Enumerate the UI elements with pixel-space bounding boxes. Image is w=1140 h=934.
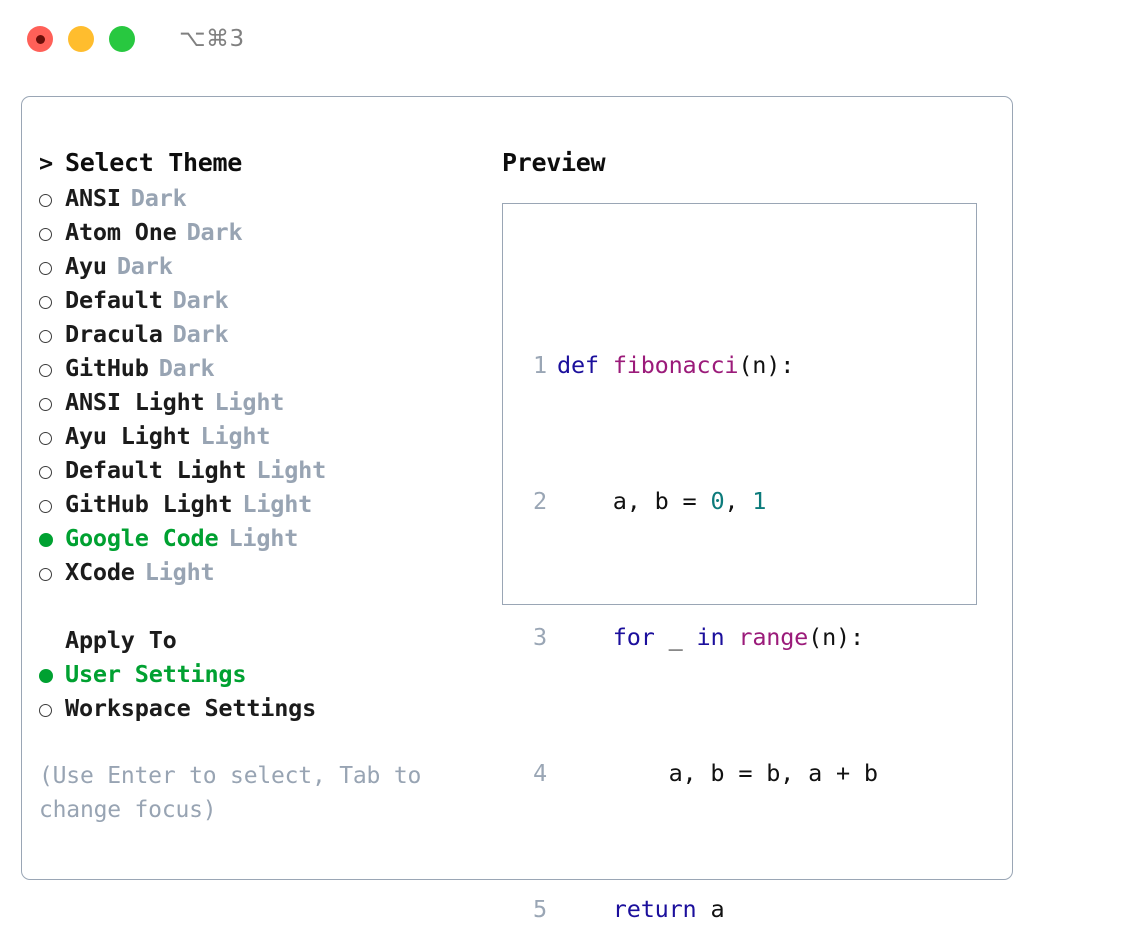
apply-to-label: User Settings xyxy=(65,660,247,688)
theme-option-ayu-dark[interactable]: Ayu Dark xyxy=(39,249,499,283)
theme-variant: Dark xyxy=(158,354,215,382)
theme-variant: Light xyxy=(144,558,215,586)
title-bar: ⌥⌘3 xyxy=(0,0,1140,78)
line-number: 2 xyxy=(533,487,547,515)
code-line: 3 for _ in range(n): xyxy=(521,620,934,654)
theme-variant: Dark xyxy=(172,320,229,348)
radio-selected-icon xyxy=(39,521,65,555)
theme-name: ANSI xyxy=(65,184,121,212)
theme-name: ANSI Light xyxy=(65,388,205,416)
radio-unselected-icon xyxy=(39,691,65,725)
apply-to-user-settings[interactable]: User Settings xyxy=(39,657,499,691)
minimize-button[interactable] xyxy=(68,26,94,52)
radio-unselected-icon xyxy=(39,283,65,317)
close-button[interactable] xyxy=(27,26,53,52)
theme-variant: Dark xyxy=(172,286,229,314)
theme-name: Ayu Light xyxy=(65,422,191,450)
theme-option-ansi-light[interactable]: ANSI Light Light xyxy=(39,385,499,419)
radio-unselected-icon xyxy=(39,317,65,351)
line-number: 5 xyxy=(533,895,547,923)
radio-unselected-icon xyxy=(39,249,65,283)
theme-option-github-light[interactable]: GitHub Light Light xyxy=(39,487,499,521)
theme-variant: Light xyxy=(256,456,327,484)
theme-variant: Light xyxy=(214,388,285,416)
apply-to-label: Workspace Settings xyxy=(65,694,317,722)
theme-name: Atom One xyxy=(65,218,177,246)
radio-unselected-icon xyxy=(39,181,65,215)
caret-icon: > xyxy=(39,149,54,177)
code-line: 4 a, b = b, a + b xyxy=(521,756,934,790)
radio-unselected-icon xyxy=(39,215,65,249)
theme-name: GitHub xyxy=(65,354,149,382)
theme-variant: Dark xyxy=(186,218,243,246)
keyboard-hint-text: (Use Enter to select, Tab to change focu… xyxy=(39,763,422,823)
select-theme-header: > Select Theme xyxy=(39,145,499,181)
radio-unselected-icon xyxy=(39,453,65,487)
theme-name: Default xyxy=(65,286,163,314)
theme-variant: Light xyxy=(242,490,313,518)
theme-option-atom-one-dark[interactable]: Atom One Dark xyxy=(39,215,499,249)
theme-option-ayu-light[interactable]: Ayu Light Light xyxy=(39,419,499,453)
radio-selected-icon xyxy=(39,657,65,691)
radio-unselected-icon xyxy=(39,419,65,453)
theme-picker-column: > Select Theme ANSI Dark Atom One Dark A… xyxy=(39,145,499,827)
theme-option-default-light[interactable]: Default Light Light xyxy=(39,453,499,487)
theme-option-ansi-dark[interactable]: ANSI Dark xyxy=(39,181,499,215)
main-panel: > Select Theme ANSI Dark Atom One Dark A… xyxy=(21,96,1013,923)
theme-variant: Dark xyxy=(116,252,173,280)
theme-variant: Dark xyxy=(130,184,187,212)
radio-unselected-icon xyxy=(39,351,65,385)
line-number: 3 xyxy=(533,623,547,651)
spacer xyxy=(39,589,499,623)
theme-option-dracula-dark[interactable]: Dracula Dark xyxy=(39,317,499,351)
theme-name: Google Code xyxy=(65,524,219,552)
keyboard-shortcut-label: ⌥⌘3 xyxy=(179,26,245,52)
theme-name: Ayu xyxy=(65,252,107,280)
line-number: 4 xyxy=(533,759,547,787)
theme-option-default-dark[interactable]: Default Dark xyxy=(39,283,499,317)
theme-name: Default Light xyxy=(65,456,247,484)
theme-option-github-dark[interactable]: GitHub Dark xyxy=(39,351,499,385)
theme-option-xcode-light[interactable]: XCode Light xyxy=(39,555,499,589)
zoom-button[interactable] xyxy=(109,26,135,52)
theme-variant: Light xyxy=(228,524,299,552)
code-line: 2 a, b = 0, 1 xyxy=(521,484,934,518)
apply-to-header: Apply To xyxy=(65,626,177,654)
page-title: Select Theme xyxy=(65,148,243,177)
apply-to-workspace-settings[interactable]: Workspace Settings xyxy=(39,691,499,725)
theme-name: GitHub Light xyxy=(65,490,233,518)
theme-option-google-code[interactable]: Google Code Light xyxy=(39,521,499,555)
radio-unselected-icon xyxy=(39,487,65,521)
theme-variant: Light xyxy=(200,422,271,450)
preview-title: Preview xyxy=(502,148,606,177)
theme-name: XCode xyxy=(65,558,135,586)
record-indicator-icon xyxy=(35,34,45,44)
radio-unselected-icon xyxy=(39,385,65,419)
line-number: 1 xyxy=(533,351,547,379)
theme-name: Dracula xyxy=(65,320,163,348)
radio-unselected-icon xyxy=(39,555,65,589)
code-line: 5 return a xyxy=(521,892,934,926)
